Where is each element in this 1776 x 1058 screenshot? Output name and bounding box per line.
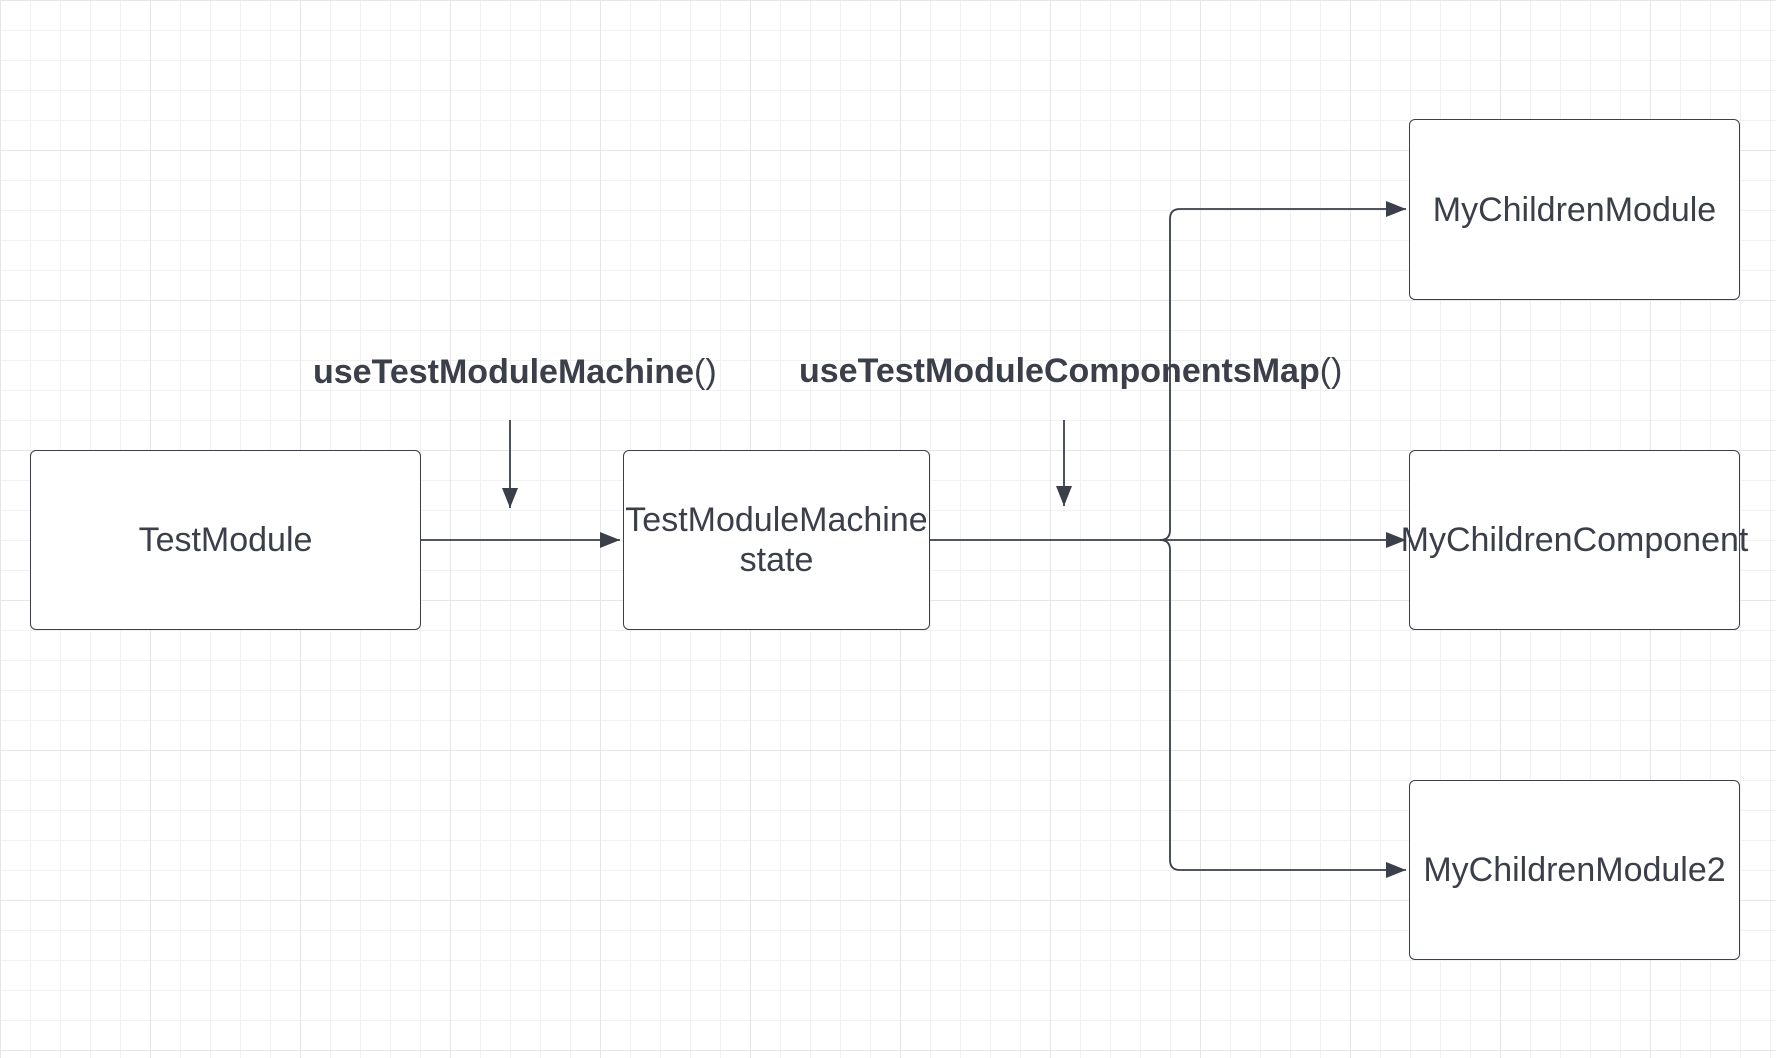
edge-branch-to-children-module	[1159, 201, 1406, 541]
components-map-hook-label: useTestModuleComponentsMap()	[799, 351, 1342, 391]
edge-branch-to-children-module2	[1159, 539, 1406, 878]
components-map-hook-name: useTestModuleComponentsMap	[799, 352, 1320, 390]
node-children-component[interactable]: MyChildrenComponent	[1401, 450, 1748, 630]
components-map-hook-parens: ()	[1319, 352, 1343, 390]
node-children-module2-label: MyChildrenModule2	[1423, 851, 1726, 889]
node-children-module[interactable]: MyChildrenModule	[1409, 119, 1740, 300]
node-machine-state[interactable]: TestModuleMachine state	[623, 450, 930, 630]
node-machine-state-label-line1: TestModuleMachine	[625, 501, 928, 539]
node-test-module[interactable]: TestModule	[30, 450, 421, 630]
node-machine-state-label-line2: state	[739, 541, 814, 579]
machine-hook-name: useTestModuleMachine	[313, 353, 694, 391]
node-children-module2[interactable]: MyChildrenModule2	[1409, 780, 1740, 960]
machine-hook-parens: ()	[694, 353, 717, 391]
node-children-component-label: MyChildrenComponent	[1400, 521, 1749, 559]
machine-hook-label: useTestModuleMachine()	[313, 352, 717, 392]
node-test-module-label: TestModule	[138, 521, 313, 559]
node-children-module-label: MyChildrenModule	[1432, 190, 1717, 229]
